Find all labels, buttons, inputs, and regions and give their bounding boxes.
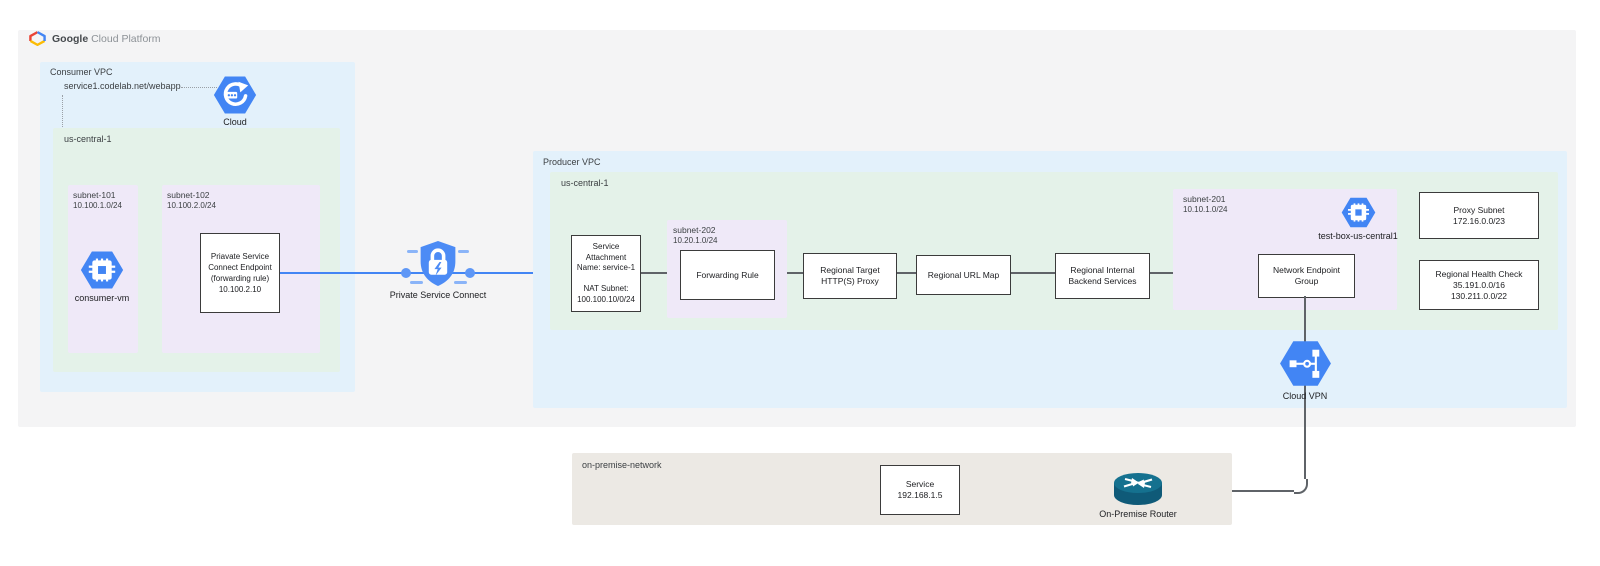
cloud-vpn-label: Cloud VPN: [1282, 391, 1328, 401]
on-premise-router-label: On-Premise Router: [1099, 509, 1177, 519]
connector-proxy-urlmap: [895, 272, 916, 274]
consumer-region-label: us-central-1: [64, 134, 112, 144]
connector-urlmap-backend: [1009, 272, 1055, 274]
subnet-201-name: subnet-201: [1183, 194, 1226, 204]
test-box-vm-label: test-box-us-central1: [1318, 231, 1398, 241]
logo-cloud-platform: Cloud Platform: [91, 32, 161, 45]
cloud-dns-icon: [213, 76, 257, 114]
onprem-service-box: Service 192.168.1.5: [880, 465, 960, 515]
psc-dash: [410, 281, 423, 284]
subnet-202-cidr: 10.20.1.0/24: [673, 236, 718, 245]
regional-backend-services-box: Regional Internal Backend Services: [1055, 253, 1150, 299]
dns-record-text: service1.codelab.net/webapp: [64, 81, 181, 91]
gcp-logo-icon: [29, 31, 46, 46]
logo-google: Google: [52, 32, 89, 45]
regional-health-check-box: Regional Health Check 35.191.0.0/16 130.…: [1419, 260, 1539, 310]
network-endpoint-group-box: Network Endpoint Group: [1258, 254, 1355, 298]
consumer-vpc-label: Consumer VPC: [50, 67, 113, 77]
service-attachment-box: Service Attachment Name: service-1 NAT S…: [571, 235, 641, 312]
psc-dash: [407, 250, 418, 253]
consumer-vm-label: consumer-vm: [74, 293, 130, 303]
subnet-202-name: subnet-202: [673, 225, 716, 235]
private-service-connect-icon: [420, 241, 456, 286]
subnet-102-name: subnet-102: [167, 190, 210, 200]
psc-endpoint-box: Priavate Service Connect Endpoint (forwa…: [200, 233, 280, 313]
consumer-vm-icon: [80, 251, 124, 289]
connector-forwarding-proxy: [773, 272, 803, 274]
regional-target-proxy-box: Regional Target HTTP(S) Proxy: [803, 253, 897, 299]
psc-dash: [454, 281, 467, 284]
psc-dash: [458, 250, 469, 253]
forwarding-rule-box: Forwarding Rule: [680, 250, 775, 300]
connector-corner: [1294, 479, 1308, 494]
producer-vpc-label: Producer VPC: [543, 157, 601, 167]
dns-dotted-connector: [181, 87, 217, 88]
psc-endpoint-dot-left: [401, 268, 411, 278]
subnet-101-cidr: 10.100.1.0/24: [73, 201, 122, 210]
regional-url-map-box: Regional URL Map: [916, 255, 1011, 295]
cloud-vpn-icon: [1280, 341, 1331, 386]
proxy-subnet-box: Proxy Subnet 172.16.0.0/23: [1419, 192, 1539, 239]
on-premise-router-icon: [1114, 473, 1162, 505]
private-service-connect-label: Private Service Connect: [389, 290, 487, 300]
producer-region-label: us-central-1: [561, 178, 609, 188]
subnet-201-cidr: 10.10.1.0/24: [1183, 205, 1228, 214]
on-premise-label: on-premise-network: [582, 460, 662, 470]
subnet-102-cidr: 10.100.2.0/24: [167, 201, 216, 210]
subnet-101-name: subnet-101: [73, 190, 116, 200]
gcp-logo-text: Google Cloud Platform: [52, 33, 161, 45]
gcp-logo: Google Cloud Platform: [29, 31, 161, 46]
connector-attachment-forwarding: [639, 272, 680, 274]
test-box-vm-icon: [1341, 197, 1376, 228]
connector-neg-vpn-vertical: [1304, 296, 1306, 479]
psc-endpoint-dot-right: [465, 268, 475, 278]
